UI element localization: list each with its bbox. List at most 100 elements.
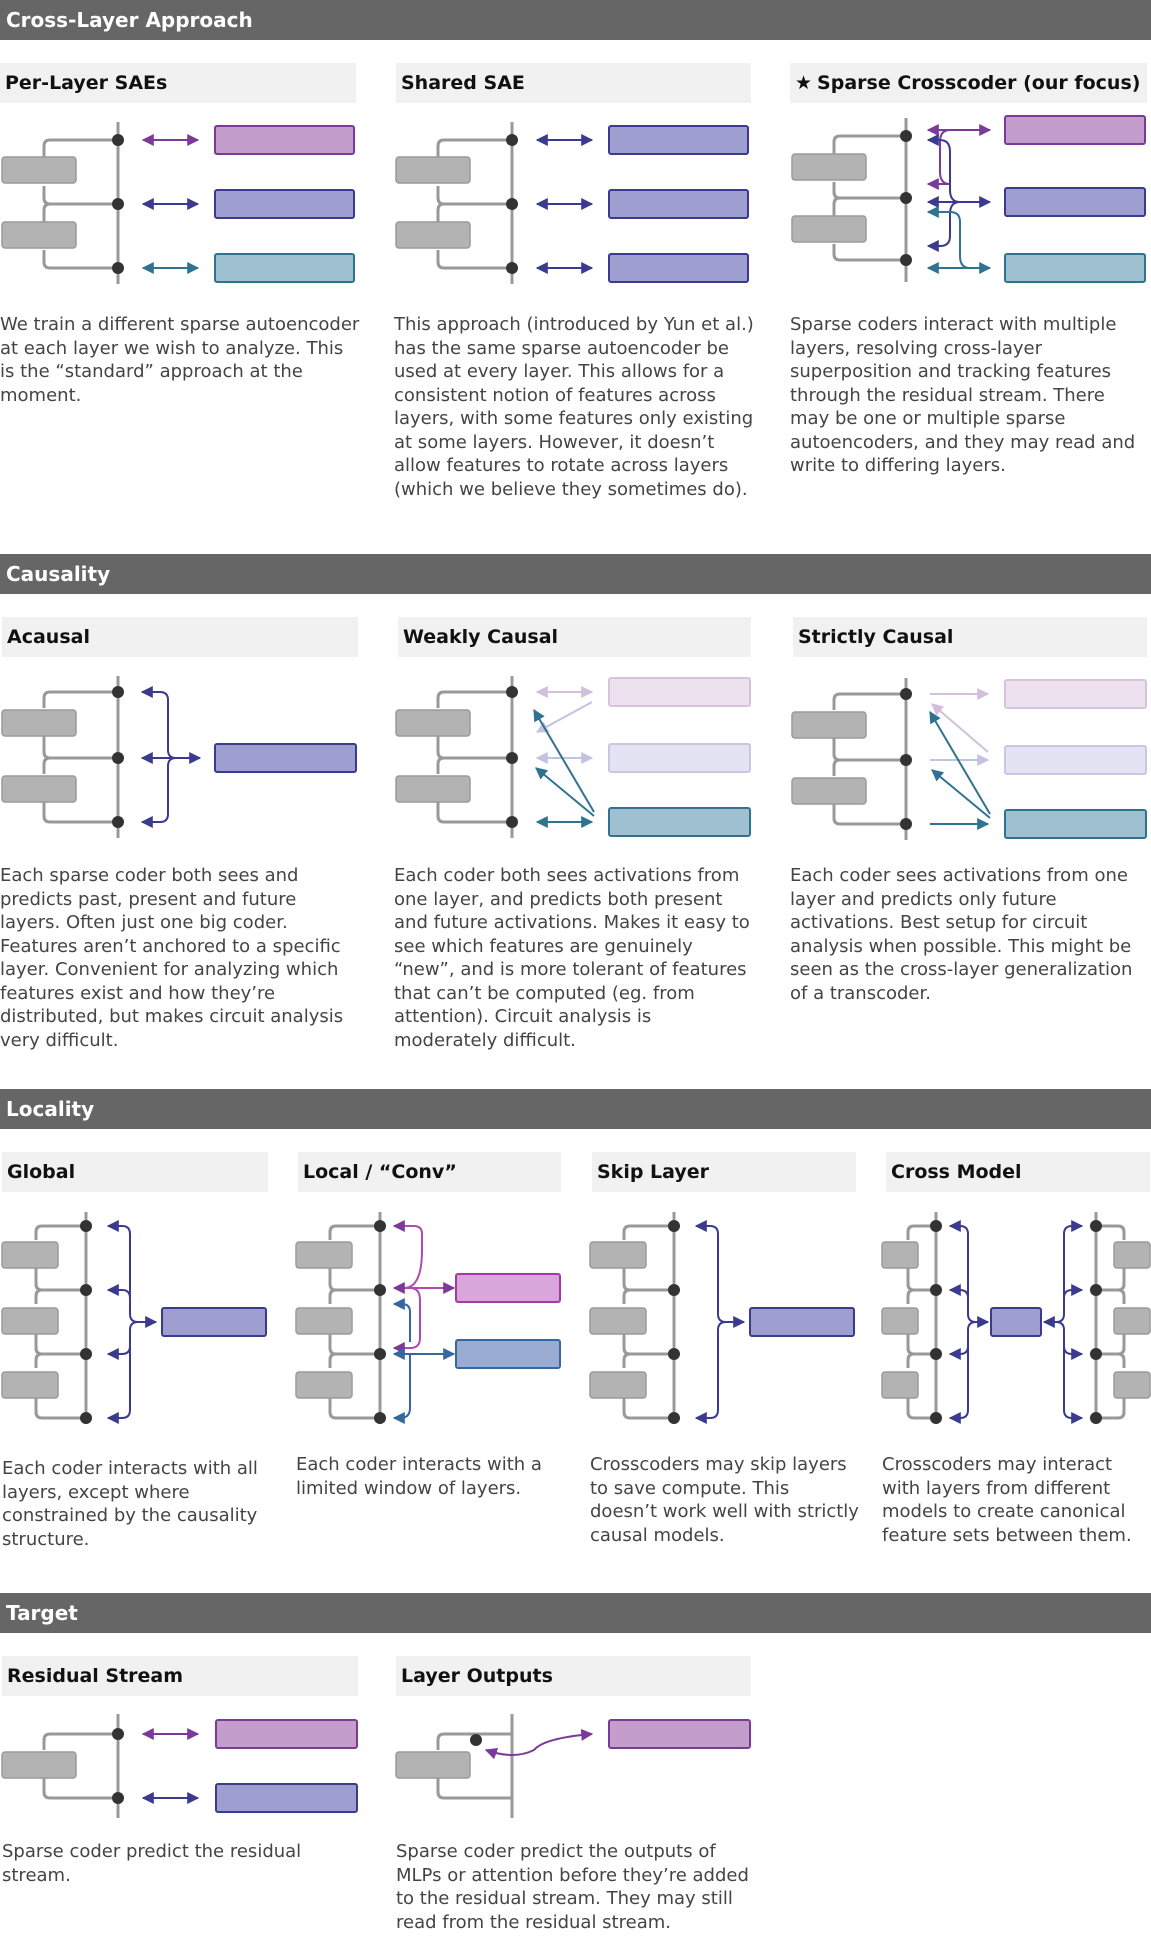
coder-arrow bbox=[948, 1220, 990, 1328]
section-title-locality: Locality bbox=[0, 1089, 1151, 1129]
sae-box bbox=[608, 1719, 751, 1749]
residual-node bbox=[112, 752, 124, 764]
crosscoder-arrow bbox=[926, 134, 961, 203]
layer-block bbox=[1113, 1307, 1151, 1335]
sae-box bbox=[215, 1719, 358, 1749]
layer-block bbox=[589, 1307, 647, 1335]
coder-arrow bbox=[533, 708, 595, 813]
layer-block bbox=[1, 775, 77, 803]
weakly-causal-description: Each coder both sees activations from on… bbox=[394, 865, 750, 1051]
residual-node bbox=[1090, 1348, 1102, 1360]
residual-node bbox=[930, 1412, 942, 1424]
layer-block bbox=[1113, 1371, 1151, 1399]
layer-block bbox=[295, 1371, 353, 1399]
residual-stream-diagram bbox=[1, 1714, 358, 1818]
model-stack bbox=[832, 118, 908, 282]
residual-node bbox=[80, 1412, 92, 1424]
sae-box bbox=[214, 125, 355, 155]
coder-arrow bbox=[140, 757, 177, 828]
local-conv-description: Each coder interacts with a limited wind… bbox=[296, 1454, 542, 1499]
residual-node bbox=[112, 262, 124, 274]
layer-block bbox=[589, 1371, 647, 1399]
panel-title-shared-sae: Shared SAE bbox=[396, 63, 751, 103]
coder-arrow bbox=[392, 1298, 411, 1342]
residual-node bbox=[900, 688, 912, 700]
coder-arrow bbox=[929, 710, 991, 815]
coder-arrow bbox=[1055, 1321, 1084, 1424]
coder-arrow bbox=[1063, 1345, 1084, 1360]
residual-node bbox=[1090, 1412, 1102, 1424]
residual-node bbox=[900, 818, 912, 830]
layer-block bbox=[1, 156, 77, 184]
residual-node bbox=[900, 754, 912, 766]
sae-box bbox=[749, 1307, 855, 1337]
layer-block bbox=[881, 1307, 919, 1335]
section-title-causality: Causality bbox=[0, 554, 1151, 594]
sae-box bbox=[608, 189, 749, 219]
sae-box bbox=[214, 189, 355, 219]
output-node bbox=[470, 1734, 482, 1746]
layer-block bbox=[395, 221, 471, 249]
coder-arrow bbox=[948, 1345, 969, 1360]
model-stack bbox=[436, 676, 514, 838]
layer-block bbox=[791, 711, 867, 739]
panel-title-per-layer-saes: Per-Layer SAEs bbox=[0, 63, 356, 103]
coder-arrow bbox=[106, 1284, 131, 1299]
sae-box bbox=[608, 125, 749, 155]
crosscoder-arrow bbox=[926, 206, 971, 269]
local-conv-diagram bbox=[295, 1212, 561, 1424]
coder-arrow bbox=[694, 1321, 727, 1424]
layer-block bbox=[1, 709, 77, 737]
faded-arrow bbox=[535, 701, 593, 733]
layer-block bbox=[395, 156, 471, 184]
coder-arrow bbox=[948, 1321, 977, 1424]
strictly-causal-diagram bbox=[791, 678, 1147, 840]
residual-node bbox=[668, 1284, 680, 1296]
model-stack-right bbox=[1094, 1212, 1126, 1424]
sae-box bbox=[1004, 809, 1147, 839]
sae-box bbox=[214, 253, 355, 283]
layer-block bbox=[1, 1751, 77, 1779]
model-stack bbox=[622, 1212, 676, 1424]
coder-arrow bbox=[392, 1354, 411, 1424]
residual-node bbox=[80, 1220, 92, 1232]
coder-arrow bbox=[392, 1287, 421, 1354]
section-title-target: Target bbox=[0, 1593, 1151, 1633]
residual-node bbox=[112, 1792, 124, 1804]
cross-model-description: Crosscoders may interact with layers fro… bbox=[882, 1454, 1132, 1546]
residual-node bbox=[374, 1412, 386, 1424]
sae-box bbox=[1004, 745, 1147, 775]
model-stack bbox=[832, 678, 908, 840]
layer-block bbox=[791, 153, 867, 181]
model-stack bbox=[42, 676, 120, 838]
panel-title-residual-stream: Residual Stream bbox=[2, 1656, 358, 1696]
sparse-crosscoder-diagram bbox=[791, 115, 1146, 283]
model-stack bbox=[436, 122, 514, 284]
shared-sae-diagram bbox=[395, 122, 749, 284]
residual-node bbox=[112, 1728, 124, 1740]
sae-box bbox=[455, 1339, 561, 1369]
residual-node bbox=[374, 1348, 386, 1360]
panel-title-strictly-causal: Strictly Causal bbox=[793, 617, 1147, 657]
residual-node bbox=[668, 1220, 680, 1232]
layer-block bbox=[1113, 1241, 1151, 1269]
residual-node bbox=[930, 1284, 942, 1296]
panel-title-sparse-crosscoder: ★Sparse Crosscoder (our focus) bbox=[790, 63, 1147, 103]
sae-box bbox=[215, 1783, 358, 1813]
residual-node bbox=[930, 1220, 942, 1232]
layer-block bbox=[589, 1241, 647, 1269]
coder-arrow bbox=[140, 686, 202, 764]
cross-model-diagram bbox=[881, 1212, 1151, 1424]
star-icon: ★ bbox=[795, 72, 813, 94]
layer-outputs-description: Sparse coder predict the outputs of MLPs… bbox=[396, 1841, 749, 1933]
panel-title-skip-layer: Skip Layer bbox=[592, 1152, 856, 1192]
sae-box bbox=[608, 743, 751, 773]
residual-node bbox=[668, 1348, 680, 1360]
output-arrow bbox=[484, 1728, 594, 1760]
global-diagram bbox=[1, 1212, 267, 1424]
sae-box bbox=[608, 807, 751, 837]
layer-block bbox=[295, 1241, 353, 1269]
panel-title-local-conv: Local / “Conv” bbox=[298, 1152, 561, 1192]
layer-outputs-diagram bbox=[395, 1714, 751, 1818]
panel-title-global: Global bbox=[2, 1152, 268, 1192]
